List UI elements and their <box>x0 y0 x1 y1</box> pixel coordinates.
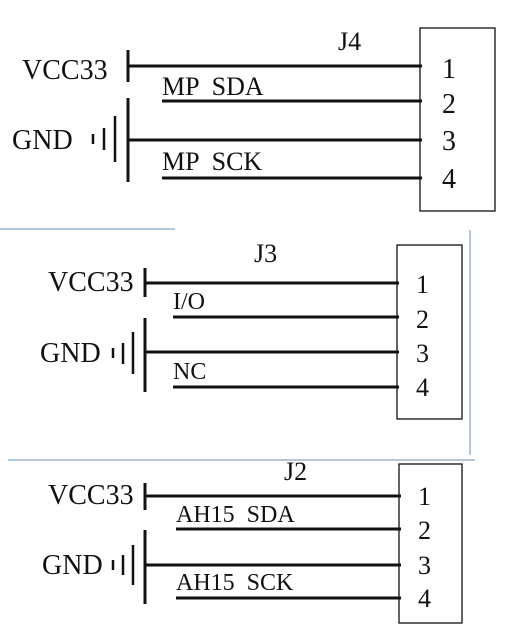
ground-label: GND <box>12 125 73 156</box>
power-label: VCC33 <box>22 55 108 86</box>
connector-body <box>396 244 463 420</box>
ground-symbol-icon <box>91 98 130 182</box>
signal-label: NC <box>173 359 206 385</box>
connector-j3: J3 VCC33 I/O GND NC 1 2 3 4 <box>40 239 463 420</box>
connector-body <box>419 27 496 212</box>
pin-number: 4 <box>418 584 431 613</box>
pin-number: 1 <box>416 270 429 299</box>
ground-label: GND <box>42 550 103 581</box>
connector-j2: J2 VCC33 AH15 SDA GND AH15 SCK 1 2 3 4 <box>42 457 463 624</box>
pin-number: 1 <box>418 482 431 511</box>
ground-symbol-icon <box>111 318 147 392</box>
pin-number: 2 <box>418 516 431 545</box>
connector-body <box>398 463 463 624</box>
power-label: VCC33 <box>48 480 134 511</box>
signal-label: MP SDA <box>162 72 264 101</box>
signal-label: AH15 SCK <box>176 570 294 596</box>
pin-number: 4 <box>442 164 456 195</box>
power-label: VCC33 <box>48 267 134 298</box>
pin-number: 4 <box>416 373 429 402</box>
ground-symbol-icon <box>111 530 147 604</box>
signal-label: I/O <box>173 289 205 315</box>
signal-label: MP SCK <box>162 147 262 176</box>
connector-j4: J4 VCC33 MP SDA GND MP SCK 1 2 3 4 <box>12 27 496 212</box>
signal-label: AH15 SDA <box>176 502 295 528</box>
pin-number: 2 <box>416 305 429 334</box>
ground-label: GND <box>40 338 101 369</box>
pin-number: 3 <box>442 126 456 157</box>
pin-number: 2 <box>442 89 456 120</box>
pin-number: 1 <box>442 54 456 85</box>
pin-number: 3 <box>416 339 429 368</box>
pin-number: 3 <box>418 551 431 580</box>
connector-ref: J3 <box>254 239 277 268</box>
connector-ref: J2 <box>284 457 307 486</box>
connector-ref: J4 <box>338 27 361 56</box>
